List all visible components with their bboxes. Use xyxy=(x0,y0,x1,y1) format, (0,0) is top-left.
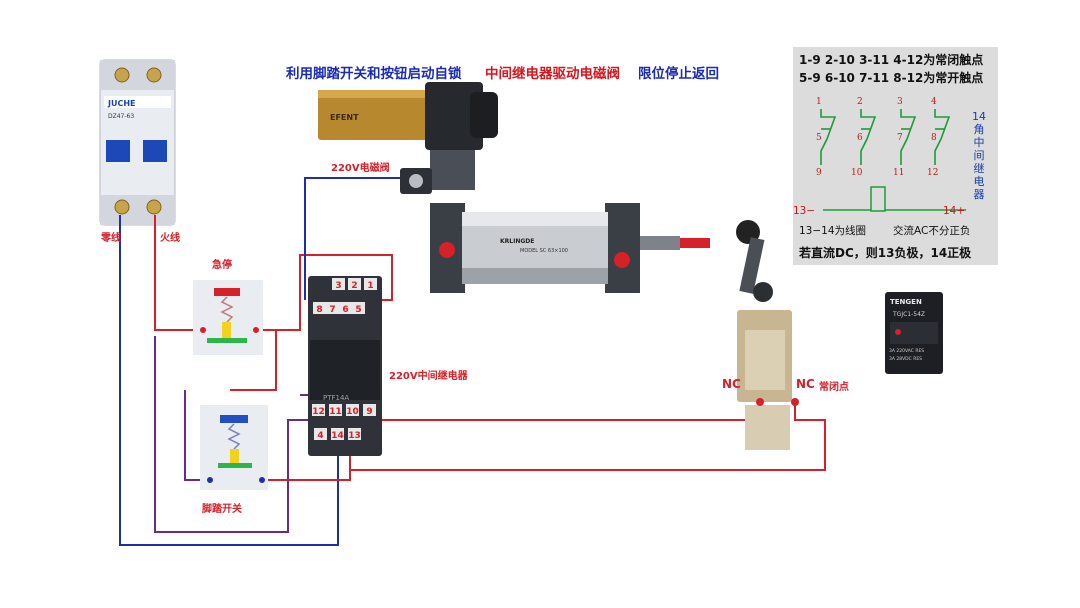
relay-pin-box xyxy=(346,404,359,416)
label-neutral: 零线 xyxy=(101,233,121,244)
solenoid-valve: EFENT xyxy=(318,82,498,194)
ref-line1: 1-9 2-10 3-11 4-12为常闭触点 xyxy=(799,53,984,67)
relay-base-model: PTF14A xyxy=(323,394,349,402)
relay-pin-box xyxy=(348,278,361,290)
valve-brand: EFENT xyxy=(330,113,359,122)
label-nc-right: NC xyxy=(796,377,815,391)
emergency-stop xyxy=(193,280,263,355)
label-solenoid: 220V电磁阀 xyxy=(331,163,390,174)
label-nc-left: NC xyxy=(722,377,741,391)
ref-top-num-3: 3 xyxy=(897,97,903,107)
relay-pin-6: 6 xyxy=(342,305,348,315)
relay-pin-13: 13 xyxy=(348,431,361,441)
ref-coil-note: 13−14为线圈 xyxy=(799,225,867,237)
ref-bot-num-11: 11 xyxy=(893,168,905,178)
relay-pin-8: 8 xyxy=(316,305,322,315)
relay-pin-box xyxy=(352,302,365,314)
cylinder-brand: KRLINGDE xyxy=(500,238,534,245)
ref-top-num-4: 4 xyxy=(931,97,937,107)
ref-contact-4 xyxy=(934,109,951,165)
ref-line2: 5-9 6-10 7-11 8-12为常开触点 xyxy=(799,71,984,85)
relay-pin-3: 3 xyxy=(335,281,341,291)
relay-pin-box xyxy=(363,404,376,416)
cylinder-model: MODEL SC 63×100 xyxy=(520,248,568,254)
relay-pin-14: 14 xyxy=(331,431,344,441)
ref-vertical-label: 14角中间继电器 xyxy=(972,110,986,201)
relay-pin-box xyxy=(329,404,342,416)
label-relay: 220V中间继电器 xyxy=(389,371,468,382)
relay-module-brand: TENGEN xyxy=(890,298,922,306)
label-nc-text: 常闭点 xyxy=(819,382,849,393)
relay-module-spec1: 3A 220VAC RES xyxy=(889,348,924,354)
ref-coil-left: 13− xyxy=(793,205,816,217)
relay-module-model: TGJC1-54Z xyxy=(892,311,925,318)
relay-pin-box xyxy=(364,278,377,290)
label-live: 火线 xyxy=(160,233,180,244)
title-part1: 利用脚踏开关和按钮启动自锁 xyxy=(286,66,462,82)
relay-pin-11: 11 xyxy=(329,407,342,417)
relay-pin-1: 1 xyxy=(367,281,373,291)
ref-contact-2 xyxy=(860,109,877,165)
relay-pin-box xyxy=(313,302,326,314)
relay-pin-9: 9 xyxy=(366,407,372,417)
relay-pin-box xyxy=(326,302,339,314)
title-part3: 限位停止返回 xyxy=(638,66,719,82)
title-part2: 中间继电器驱动电磁阀 xyxy=(485,66,620,82)
ref-contact-1 xyxy=(820,109,837,165)
breaker-brand: JUCHE xyxy=(107,99,136,108)
ref-contact-3 xyxy=(900,109,917,165)
relay-pin-box xyxy=(331,428,344,440)
relay-pin-box xyxy=(339,302,352,314)
ref-mid-num-6: 6 xyxy=(857,133,863,143)
ref-bot-num-10: 10 xyxy=(851,168,863,178)
relay-pin-10: 10 xyxy=(346,407,359,417)
label-estop: 急停 xyxy=(212,260,232,271)
foot-switch xyxy=(200,405,268,490)
ref-top-num-2: 2 xyxy=(857,97,863,107)
relay-pin-5: 5 xyxy=(355,305,361,315)
limit-switch xyxy=(736,220,799,450)
relay-module-spec2: 3A 28VDC RES xyxy=(889,356,922,362)
relay-reference-panel: 1-9 2-10 3-11 4-12为常闭触点 5-9 6-10 7-11 8-… xyxy=(793,47,998,265)
ref-bot-num-9: 9 xyxy=(816,168,822,178)
relay-pin-2: 2 xyxy=(351,281,357,291)
label-foot-switch: 脚踏开关 xyxy=(202,504,242,515)
relay-pin-7: 7 xyxy=(329,305,335,315)
ref-dc-note: 若直流DC，则13负极，14正极 xyxy=(799,246,972,260)
relay-pin-4: 4 xyxy=(317,431,323,441)
ref-contact-diagram xyxy=(820,109,966,212)
ref-mid-num-8: 8 xyxy=(931,133,937,143)
ref-top-num-1: 1 xyxy=(816,97,822,107)
air-cylinder: KRLINGDE MODEL SC 63×100 xyxy=(430,203,710,293)
ref-ac-note: 交流AC不分正负 xyxy=(893,225,971,237)
relay-pin-12: 12 xyxy=(312,407,325,417)
ref-mid-num-7: 7 xyxy=(897,133,903,143)
circuit-breaker: JUCHE DZ47-63 xyxy=(99,59,176,226)
breaker-model: DZ47-63 xyxy=(108,113,134,120)
relay-pin-box xyxy=(332,278,345,290)
relay-pin-box xyxy=(348,428,361,440)
relay-pin-box xyxy=(312,404,325,416)
ref-bot-num-12: 12 xyxy=(927,168,939,178)
relay-module: TENGEN TGJC1-54Z 3A 220VAC RES 3A 28VDC … xyxy=(885,292,943,374)
ref-mid-num-5: 5 xyxy=(816,133,822,143)
ref-coil-right: 14+ xyxy=(943,205,966,217)
relay-pin-box xyxy=(314,428,327,440)
